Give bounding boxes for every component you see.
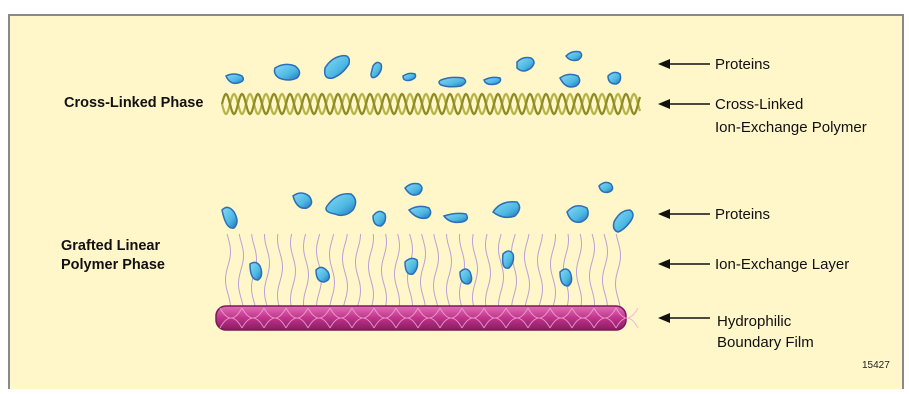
arrow-proteins-top: [658, 59, 710, 69]
graft-chain: [330, 234, 335, 306]
graft-chain: [603, 234, 608, 306]
protein: [275, 64, 300, 80]
protein: [503, 251, 514, 268]
protein: [316, 267, 329, 282]
graft-chain: [616, 234, 621, 306]
protein: [405, 184, 422, 196]
graft-chain: [551, 234, 556, 306]
protein: [293, 193, 312, 208]
protein: [493, 202, 520, 218]
proteins-top: [226, 52, 621, 88]
cross-linked-polymer: [222, 94, 640, 114]
protein: [250, 262, 262, 280]
graft-chain: [304, 234, 309, 306]
grafted-phase-label-line1: Grafted Linear: [61, 237, 160, 256]
protein: [325, 56, 350, 79]
protein: [439, 77, 466, 86]
protein: [226, 74, 243, 83]
callout-hydrophilic-line2: Boundary Film: [717, 333, 814, 352]
arrow-hydrophilic: [658, 313, 710, 323]
protein: [614, 210, 634, 232]
graft-chain: [382, 234, 387, 306]
graft-chain: [525, 234, 530, 306]
graft-chain: [369, 234, 374, 306]
graft-chain: [395, 234, 400, 306]
protein: [409, 206, 431, 218]
callout-cross-linked-line1: Cross-Linked: [715, 95, 803, 114]
graft-chain: [512, 234, 517, 306]
graft-chain: [434, 234, 439, 306]
graft-chain: [278, 234, 283, 306]
graft-chain: [538, 234, 543, 306]
callout-proteins-bottom: Proteins: [715, 205, 770, 224]
protein: [484, 77, 501, 84]
cross-linked-phase-label: Cross-Linked Phase: [64, 94, 203, 113]
graft-chain: [486, 234, 491, 306]
graft-chain: [226, 234, 231, 306]
graft-chain: [590, 234, 595, 306]
graft-chain: [447, 234, 452, 306]
hydrophilic-boundary-film: [216, 306, 638, 330]
arrow-cross-linked: [658, 99, 710, 109]
protein: [326, 194, 356, 216]
graft-chain: [291, 234, 296, 306]
callout-arrows: [658, 59, 710, 323]
protein: [460, 269, 472, 284]
callout-ion-exchange-layer: Ion-Exchange Layer: [715, 255, 849, 274]
protein: [567, 206, 588, 223]
protein: [403, 73, 416, 80]
proteins-bottom: [222, 182, 633, 286]
protein: [405, 258, 418, 274]
callout-cross-linked-line2: Ion-Exchange Polymer: [715, 118, 867, 137]
grafted-phase-label-line2: Polymer Phase: [61, 256, 165, 275]
callout-proteins-top: Proteins: [715, 55, 770, 74]
figure-number: 15427: [862, 360, 890, 371]
protein: [371, 62, 382, 77]
callout-hydrophilic-line1: Hydrophilic: [717, 312, 791, 331]
protein: [517, 58, 534, 72]
protein: [599, 182, 613, 192]
protein: [222, 207, 237, 228]
protein: [560, 269, 572, 286]
graft-chain: [499, 234, 504, 306]
protein: [444, 213, 467, 222]
arrow-ion-exchange: [658, 259, 710, 269]
protein: [566, 52, 582, 61]
graft-chain: [239, 234, 244, 306]
graft-chain: [265, 234, 270, 306]
graft-chain: [356, 234, 361, 306]
graft-chain: [577, 234, 582, 306]
graft-chain: [473, 234, 478, 306]
protein: [560, 74, 580, 87]
arrow-proteins-bottom: [658, 209, 710, 219]
graft-chain: [343, 234, 348, 306]
protein: [608, 72, 621, 84]
graft-chain: [421, 234, 426, 306]
protein: [373, 211, 386, 226]
